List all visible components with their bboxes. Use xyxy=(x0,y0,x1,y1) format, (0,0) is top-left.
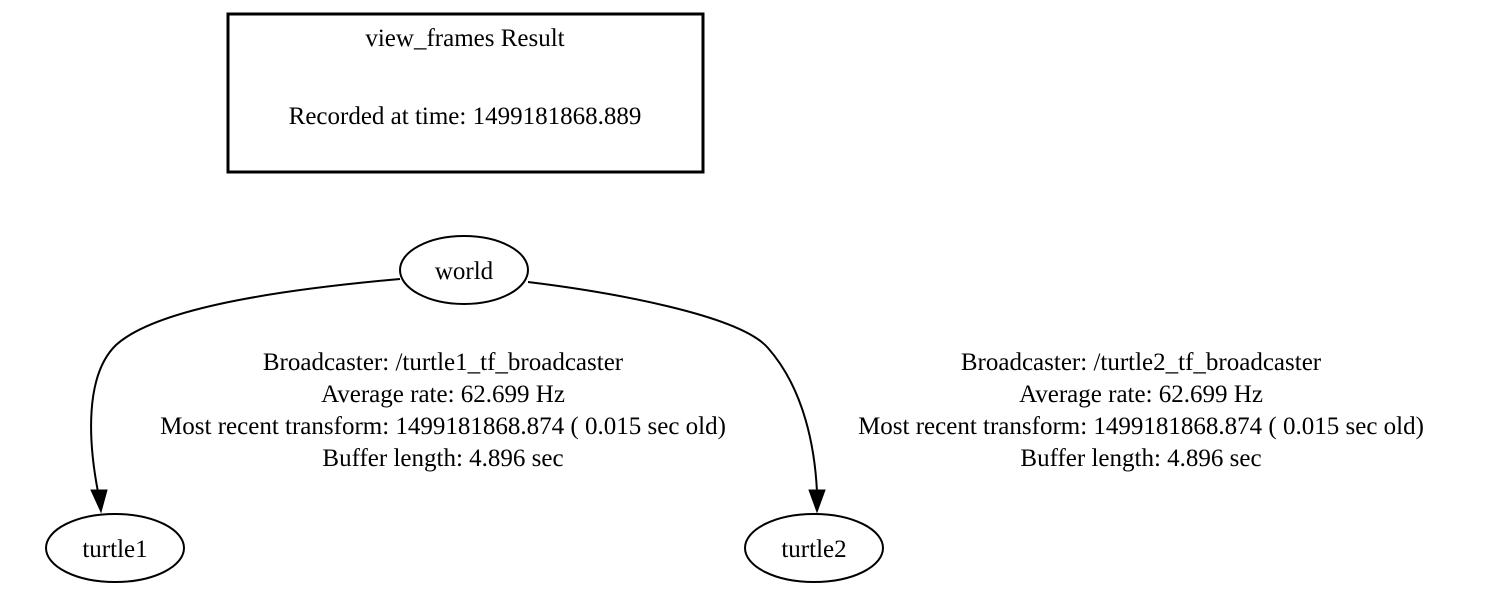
edge-line-world-turtle2 xyxy=(527,281,818,493)
edge-world-turtle1 xyxy=(90,278,401,514)
edge-label-broadcaster: Broadcaster: /turtle2_tf_broadcaster xyxy=(961,349,1322,376)
edge-label-most-recent-transform: Most recent transform: 1499181868.874 ( … xyxy=(858,413,1424,440)
node-world-ellipse xyxy=(399,235,529,305)
edge-line-world-turtle1 xyxy=(90,278,401,493)
node-turtle1-label: turtle1 xyxy=(82,536,147,563)
edge-label-buffer-length: Buffer length: 4.896 sec xyxy=(1020,445,1261,472)
node-turtle1-ellipse xyxy=(45,513,185,583)
header-title: view_frames Result xyxy=(365,25,564,52)
edge-label-average-rate: Average rate: 62.699 Hz xyxy=(1019,381,1263,408)
header-recorded-time: Recorded at time: 1499181868.889 xyxy=(289,103,642,130)
edge-label-turtle2: Broadcaster: /turtle2_tf_broadcaster Ave… xyxy=(858,349,1424,472)
node-turtle1[interactable]: turtle1 xyxy=(45,513,185,583)
edge-world-turtle2 xyxy=(527,281,826,514)
arrowhead-turtle1 xyxy=(90,489,108,514)
node-world[interactable]: world xyxy=(399,235,529,305)
node-turtle2-label: turtle2 xyxy=(781,536,846,563)
result-header-box: view_frames Result Recorded at time: 149… xyxy=(226,12,705,174)
arrowhead-turtle2 xyxy=(808,489,826,514)
node-world-label: world xyxy=(435,258,494,285)
edge-label-turtle1: Broadcaster: /turtle1_tf_broadcaster Ave… xyxy=(160,349,726,472)
node-turtle2-ellipse xyxy=(744,513,884,583)
edge-label-buffer-length: Buffer length: 4.896 sec xyxy=(322,445,563,472)
node-turtle2[interactable]: turtle2 xyxy=(744,513,884,583)
edge-label-most-recent-transform: Most recent transform: 1499181868.874 ( … xyxy=(160,413,726,440)
edge-label-average-rate: Average rate: 62.699 Hz xyxy=(321,381,565,408)
edge-label-broadcaster: Broadcaster: /turtle1_tf_broadcaster xyxy=(263,349,624,376)
header-border xyxy=(226,12,705,174)
